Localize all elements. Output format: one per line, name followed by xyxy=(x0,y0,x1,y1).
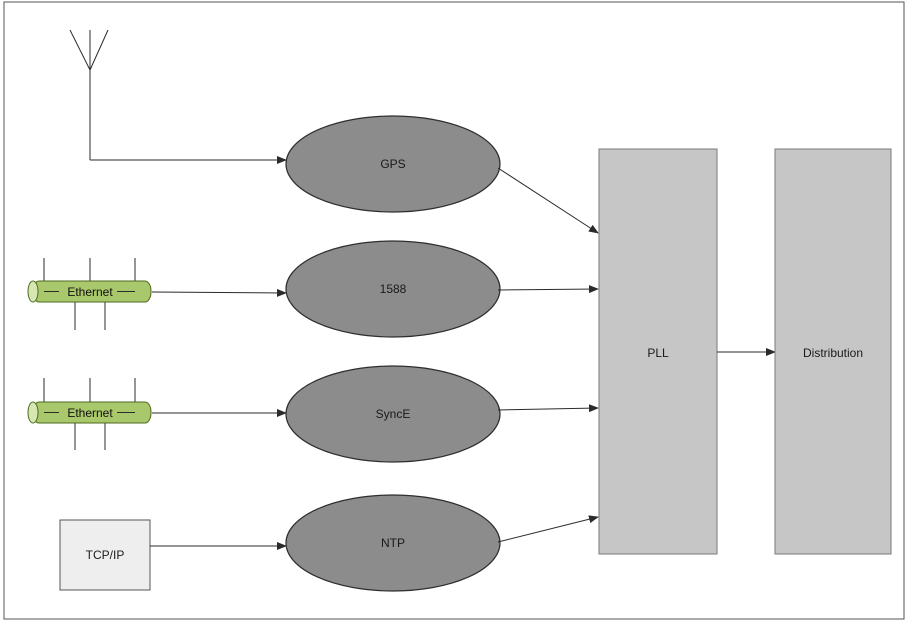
ptp-1588-node: 1588 xyxy=(285,240,501,338)
ethernet-cable-1: Ethernet xyxy=(27,258,152,330)
ethernet-label-1: Ethernet xyxy=(67,285,113,299)
synce-label: SyncE xyxy=(376,407,411,421)
tcpip-box: TCP/IP xyxy=(59,519,151,591)
synce-to-pll-connector xyxy=(497,404,599,413)
ethernet-label-2: Ethernet xyxy=(67,406,113,420)
ntp-label: NTP xyxy=(381,536,405,550)
gps-label: GPS xyxy=(380,157,405,171)
ntp-node: NTP xyxy=(285,494,501,592)
pll-block: PLL xyxy=(598,148,718,555)
distribution-block: Distribution xyxy=(774,148,892,555)
ptp-to-pll-connector xyxy=(497,285,599,294)
gps-to-pll-connector xyxy=(497,167,599,234)
ethernet-cable-2: Ethernet xyxy=(27,378,152,450)
diagram-frame xyxy=(3,1,905,620)
ethernet1-to-1588-connector xyxy=(151,288,287,297)
distribution-label: Distribution xyxy=(803,346,863,360)
pll-label: PLL xyxy=(647,346,669,360)
gps-node: GPS xyxy=(285,115,501,213)
tcpip-label: TCP/IP xyxy=(86,548,125,562)
synce-node: SyncE xyxy=(285,365,501,463)
antenna-icon xyxy=(69,29,109,160)
ptp-1588-label: 1588 xyxy=(380,282,407,296)
ntp-to-pll-connector xyxy=(497,515,599,543)
